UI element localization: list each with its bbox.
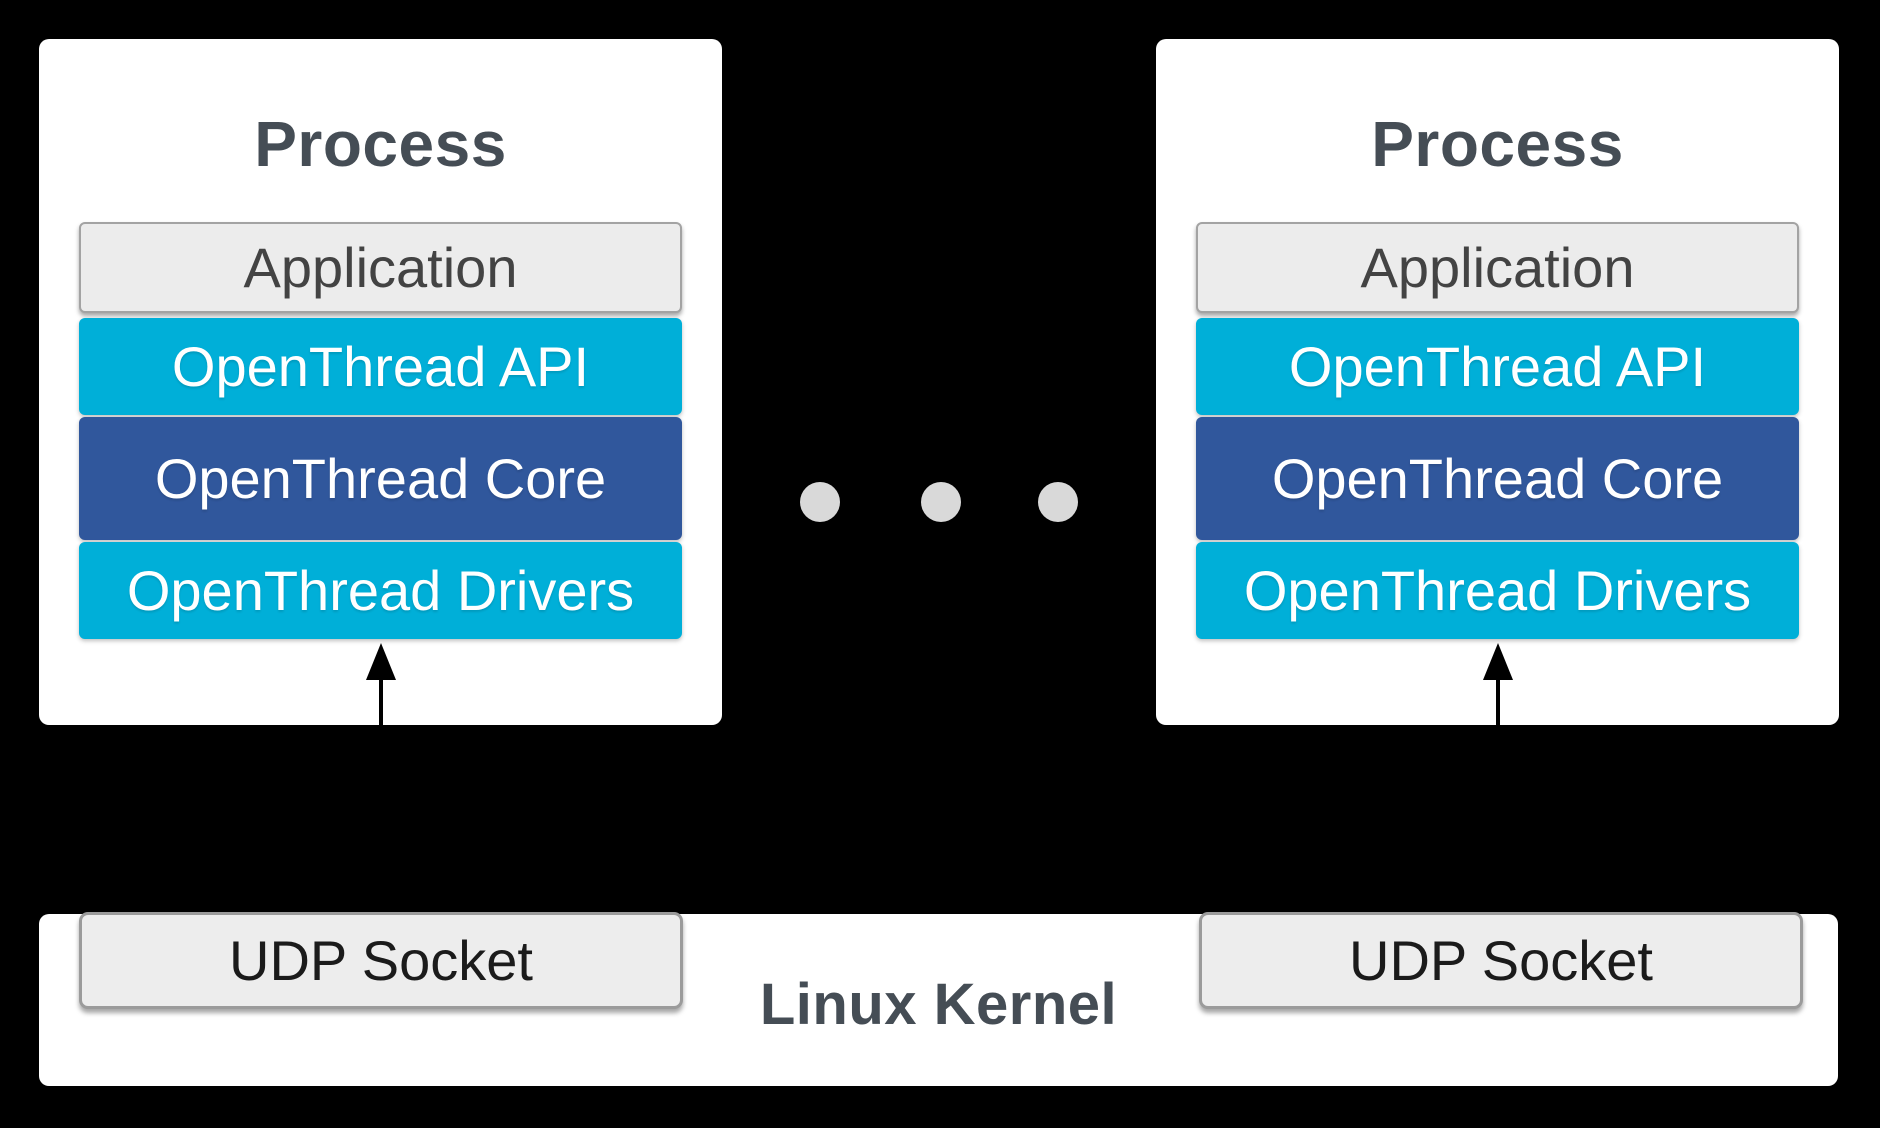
up-arrow-icon [365,643,396,725]
linux-kernel-bar: UDP Socket UDP Socket Linux Kernel [39,912,1838,1086]
openthread-api-layer: OpenThread API [1196,318,1799,415]
linux-kernel-label: Linux Kernel [759,972,1118,1037]
ellipsis-dot [1038,482,1078,522]
up-arrow-shaft [1495,678,1500,725]
ellipsis-dot [921,482,961,522]
ellipsis-dot [800,482,840,522]
application-layer: Application [79,222,682,313]
process-title: Process [1371,108,1624,180]
openthread-core-layer: OpenThread Core [1196,417,1799,540]
process-box-left: Process Application OpenThread API OpenT… [39,39,722,725]
up-arrow-head [365,643,396,680]
openthread-drivers-layer: OpenThread Drivers [79,542,682,639]
up-arrow-icon [1482,643,1513,725]
udp-socket-left: UDP Socket [79,912,683,1009]
process-title: Process [254,108,507,180]
up-arrow-head [1482,643,1513,680]
udp-socket-right: UDP Socket [1199,912,1803,1009]
openthread-core-layer: OpenThread Core [79,417,682,540]
openthread-api-layer: OpenThread API [79,318,682,415]
openthread-drivers-layer: OpenThread Drivers [1196,542,1799,639]
application-layer: Application [1196,222,1799,313]
up-arrow-shaft [378,678,383,725]
process-box-right: Process Application OpenThread API OpenT… [1156,39,1839,725]
